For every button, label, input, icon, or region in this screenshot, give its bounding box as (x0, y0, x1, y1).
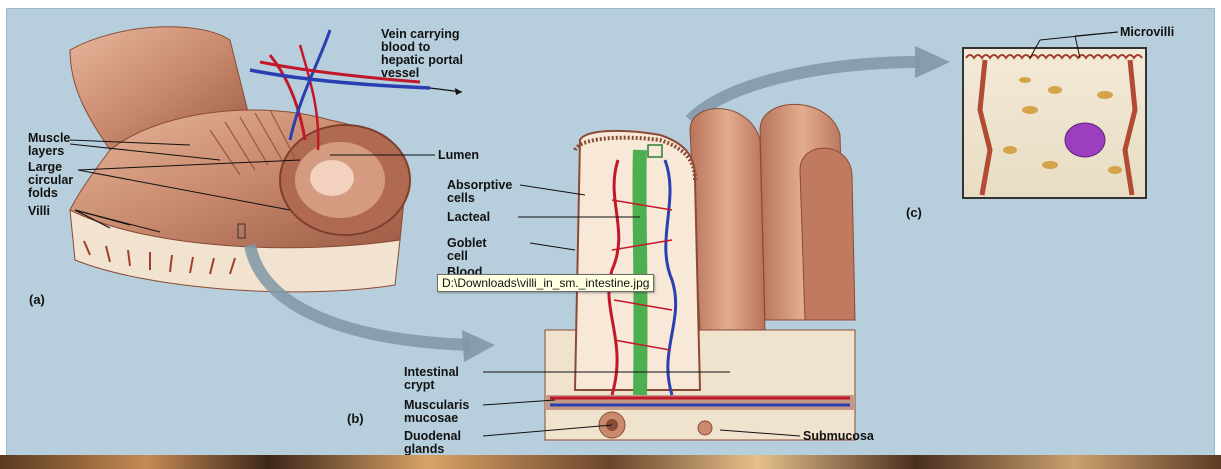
file-path-tooltip: D:\Downloads\villi_in_sm._intestine.jpg (437, 274, 654, 292)
label-submucosa: Submucosa (803, 430, 874, 443)
zoom-arrowhead-b-to-c (915, 46, 950, 78)
villi-section-b (545, 104, 855, 440)
label-panel-c: (c) (906, 206, 922, 219)
label-vein: Vein carrying blood to hepatic portal ve… (381, 28, 463, 80)
label-intestinal-crypt: Intestinal crypt (404, 366, 459, 392)
zoom-arrowhead-a-to-b (462, 330, 495, 362)
cell-section-c (963, 48, 1146, 198)
label-panel-a: (a) (29, 293, 45, 306)
label-microvilli: Microvilli (1120, 26, 1174, 39)
label-villi: Villi (28, 205, 50, 218)
label-muscle-layers: Muscle layers (28, 132, 70, 158)
background-image-strip (0, 455, 1221, 469)
label-absorptive-cells: Absorptive cells (447, 179, 512, 205)
label-lumen: Lumen (438, 149, 479, 162)
label-goblet-cell: Goblet cell (447, 237, 487, 263)
label-muscularis-mucosae: Muscularis mucosae (404, 399, 469, 425)
label-panel-b: (b) (347, 412, 364, 425)
label-duodenal-glands: Duodenal glands (404, 430, 461, 456)
label-large-circular-folds: Large circular folds (28, 161, 73, 200)
label-lacteal: Lacteal (447, 211, 490, 224)
